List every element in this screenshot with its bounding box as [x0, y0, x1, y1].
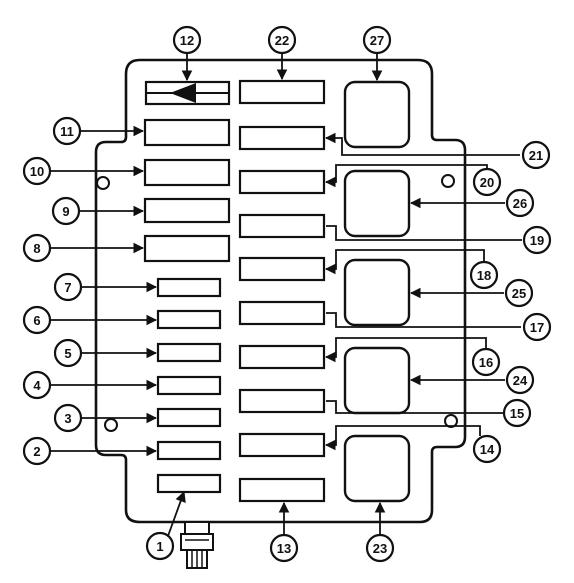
callout-number: 15	[510, 406, 524, 421]
callout-17: 17	[522, 312, 552, 342]
fuse-slot-9	[143, 197, 231, 224]
callout-18: 18	[469, 260, 499, 290]
fuse-slot-13	[238, 477, 326, 503]
fuse-slot-1	[156, 473, 222, 494]
callout-15: 15	[502, 398, 532, 428]
callout-number: 8	[33, 241, 40, 256]
callout-number: 3	[64, 411, 71, 426]
mounting-hole	[441, 174, 455, 188]
callout-5: 5	[53, 338, 83, 368]
callout-number: 2	[33, 444, 40, 459]
callout-number: 22	[275, 33, 289, 48]
fuse-slot-10	[143, 158, 231, 187]
callout-number: 7	[64, 280, 71, 295]
fuse-slot-21	[238, 125, 326, 151]
callout-27: 27	[362, 25, 392, 55]
callout-20: 20	[472, 167, 502, 197]
callout-4: 4	[22, 370, 52, 400]
callout-number: 13	[277, 541, 291, 556]
callout-number: 10	[30, 164, 44, 179]
callout-number: 6	[33, 313, 40, 328]
callout-2: 2	[22, 436, 52, 466]
callout-number: 1	[156, 539, 163, 554]
callout-8: 8	[22, 233, 52, 263]
callout-21: 21	[521, 140, 551, 170]
relay-27	[343, 80, 411, 149]
mounting-hole	[444, 414, 458, 428]
callout-7: 7	[53, 272, 83, 302]
fuse-slot-20	[238, 169, 326, 195]
callout-23: 23	[365, 533, 395, 563]
fuse-slot-6	[156, 309, 222, 330]
callout-13: 13	[269, 533, 299, 563]
leader-lines	[51, 52, 522, 537]
mounting-hole	[104, 418, 118, 432]
relay-26	[343, 169, 411, 238]
callout-3: 3	[53, 403, 83, 433]
fuse-slot-7	[156, 277, 222, 298]
fuse-slot-18	[238, 256, 326, 282]
callout-number: 20	[480, 175, 494, 190]
relay-24	[343, 346, 411, 415]
callout-14: 14	[472, 434, 502, 464]
callout-12: 12	[172, 25, 202, 55]
callout-number: 26	[513, 196, 527, 211]
callout-number: 4	[33, 378, 41, 393]
fuse-slot-17	[238, 300, 326, 326]
fuse-slot-16	[238, 344, 326, 370]
callout-number: 17	[530, 320, 544, 335]
callout-number: 14	[480, 442, 495, 457]
arrow-indicator-icon	[170, 83, 196, 103]
callout-number: 24	[513, 373, 528, 388]
callout-1: 1	[145, 531, 175, 561]
relay-25	[343, 258, 411, 327]
fuse-slot-22	[238, 79, 326, 105]
fuse-slot-11	[143, 118, 231, 147]
callout-25: 25	[504, 278, 534, 308]
callout-22: 22	[267, 25, 297, 55]
callout-6: 6	[22, 305, 52, 335]
fuse-slot-19	[238, 213, 326, 239]
callout-number: 21	[529, 148, 543, 163]
fuse-slot-2	[156, 440, 222, 461]
callout-number: 16	[479, 355, 493, 370]
callout-10: 10	[22, 156, 52, 186]
fuse-slot-14	[238, 432, 326, 458]
fuse-slot-8	[143, 234, 231, 263]
callout-number: 11	[60, 124, 74, 139]
fuse-slot-15	[238, 388, 326, 414]
callout-16: 16	[471, 347, 501, 377]
wire-connector	[180, 521, 214, 569]
callout-number: 23	[373, 541, 387, 556]
callout-9: 9	[51, 196, 81, 226]
callout-number: 19	[530, 233, 544, 248]
callout-11: 11	[52, 116, 82, 146]
callout-number: 12	[180, 33, 194, 48]
callout-number: 27	[370, 33, 384, 48]
mounting-hole	[96, 176, 110, 190]
callout-26: 26	[505, 188, 535, 218]
fuse-slot-3	[156, 407, 222, 428]
callout-number: 9	[62, 204, 69, 219]
callout-19: 19	[522, 225, 552, 255]
fuse-slot-5	[156, 342, 222, 363]
fuse-slot-4	[156, 375, 222, 396]
callout-24: 24	[505, 365, 535, 395]
callout-number: 5	[64, 346, 71, 361]
relay-23	[343, 434, 411, 503]
callout-number: 18	[477, 268, 491, 283]
callout-number: 25	[512, 286, 526, 301]
